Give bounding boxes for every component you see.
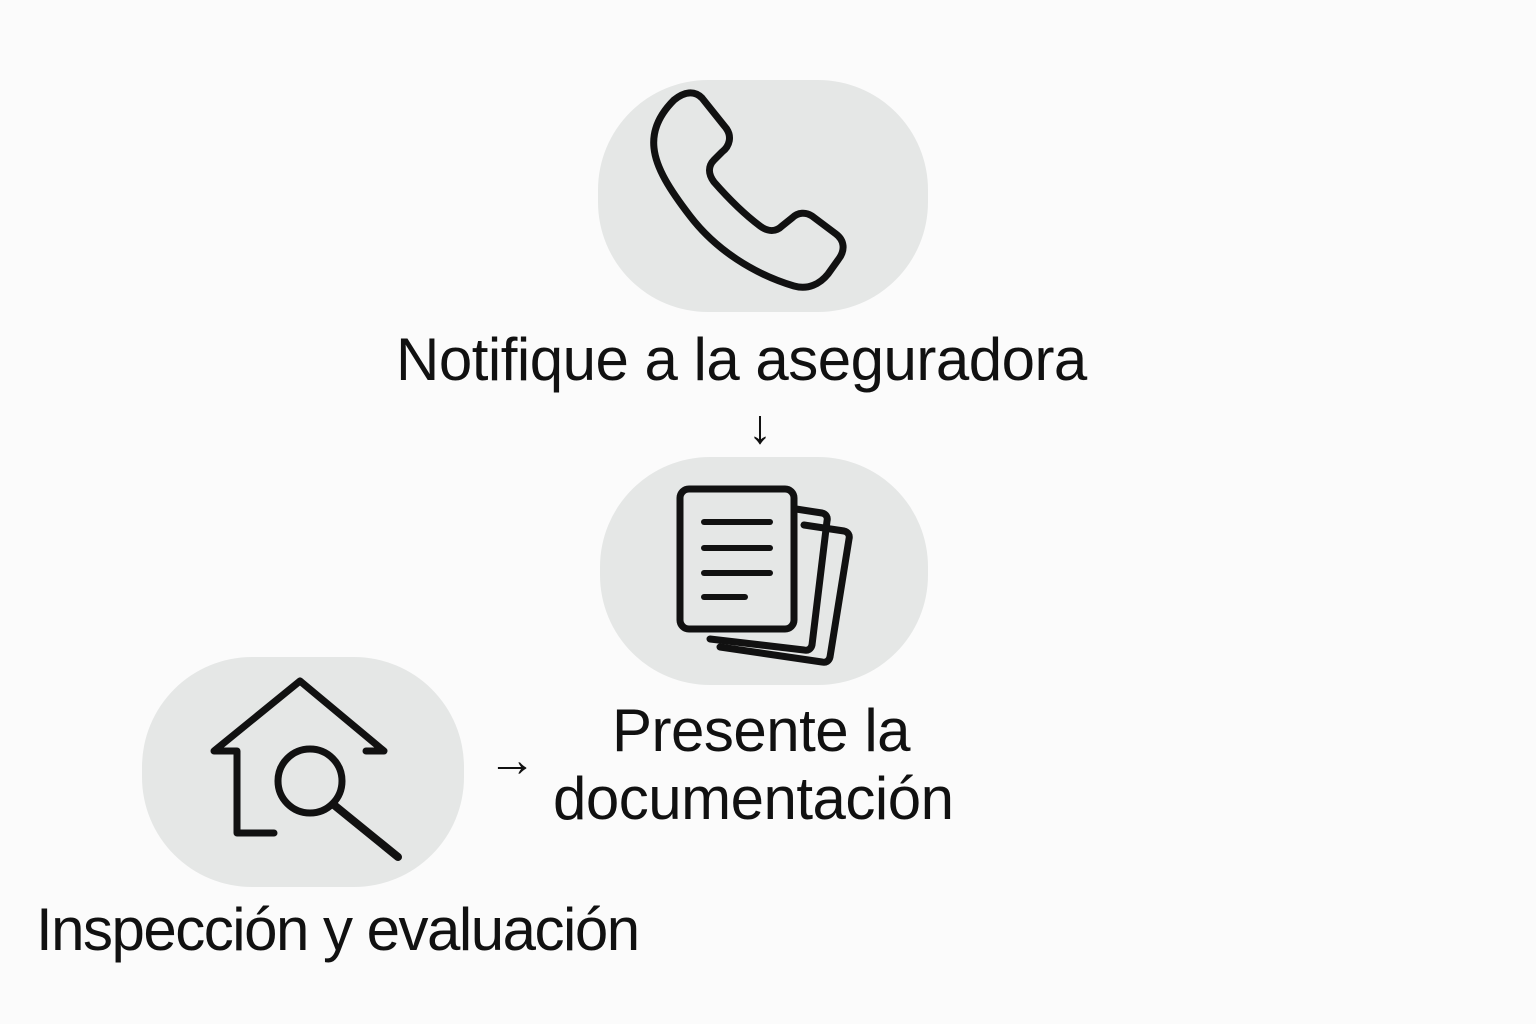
step-notify-icon-tile xyxy=(598,80,928,312)
phone-icon xyxy=(650,89,847,291)
arrow-right: → xyxy=(488,734,536,787)
step-inspection-label: Inspección y evaluación xyxy=(36,896,640,963)
house-search-icon xyxy=(210,677,402,861)
step-documents-icon-tile xyxy=(600,457,928,685)
documents-icon xyxy=(676,485,853,666)
step-notify-label: Notifique a la aseguradora xyxy=(396,326,1087,393)
step-documents-label-line1: Presente la xyxy=(612,697,911,764)
step-inspection-icon-tile xyxy=(142,657,464,887)
step-documents-label-line2: documentación xyxy=(553,765,954,832)
arrow-down: ↓ xyxy=(748,401,772,454)
